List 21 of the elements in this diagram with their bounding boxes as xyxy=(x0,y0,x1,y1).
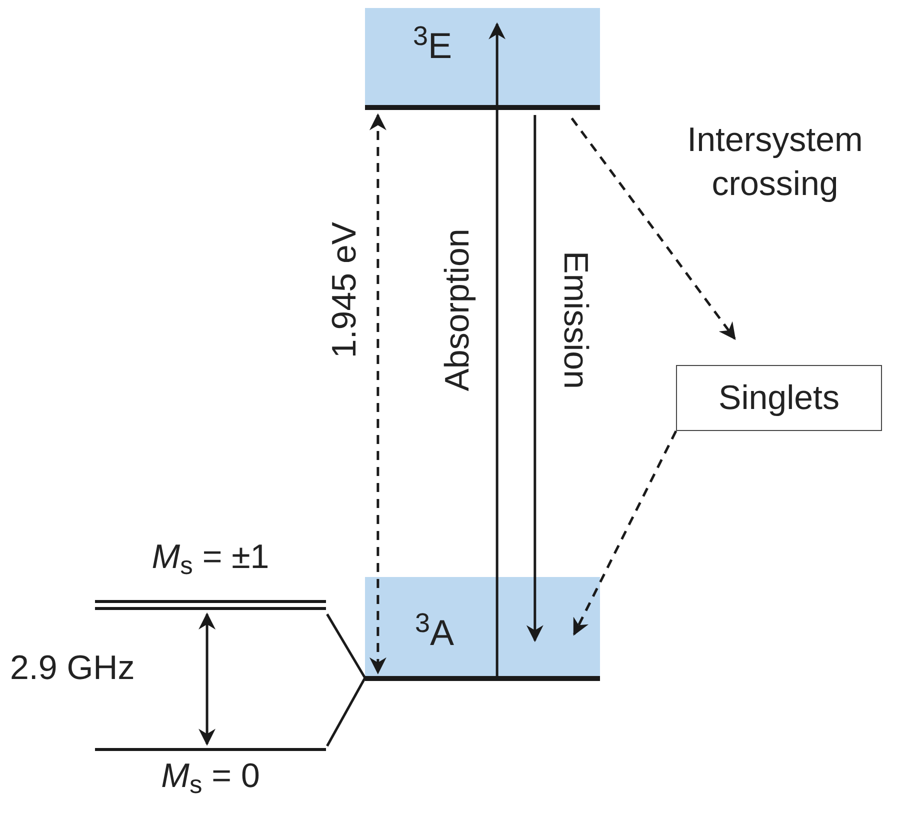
connector-line xyxy=(326,614,366,679)
edge-label: 1.945 eV xyxy=(324,222,364,358)
arrow xyxy=(198,612,216,746)
arrow xyxy=(526,115,544,642)
arrow xyxy=(488,22,506,679)
dashed-arrow xyxy=(573,430,678,636)
sublevel-label: M$_{s}$ = 0 xyxy=(161,756,260,802)
edge-label: Emission xyxy=(556,251,596,389)
state-box xyxy=(676,365,882,431)
dashed-arrow xyxy=(369,113,386,674)
sublevel-label: M$_{s}$ = ±1 xyxy=(152,540,270,582)
edge-label: Intersystem crossing xyxy=(686,120,864,205)
energy-level-band xyxy=(365,8,600,110)
connector-line xyxy=(326,677,366,747)
dashed-arrow xyxy=(570,117,736,340)
state-label: Singlets xyxy=(718,381,840,415)
edge-label: Absorption xyxy=(438,228,478,392)
energy-level-band xyxy=(365,577,600,681)
edge-label: 2.9 GHz xyxy=(10,648,135,689)
state-label: $^{3}$E xyxy=(413,28,452,64)
state-label: $^{3}$A xyxy=(415,615,454,651)
